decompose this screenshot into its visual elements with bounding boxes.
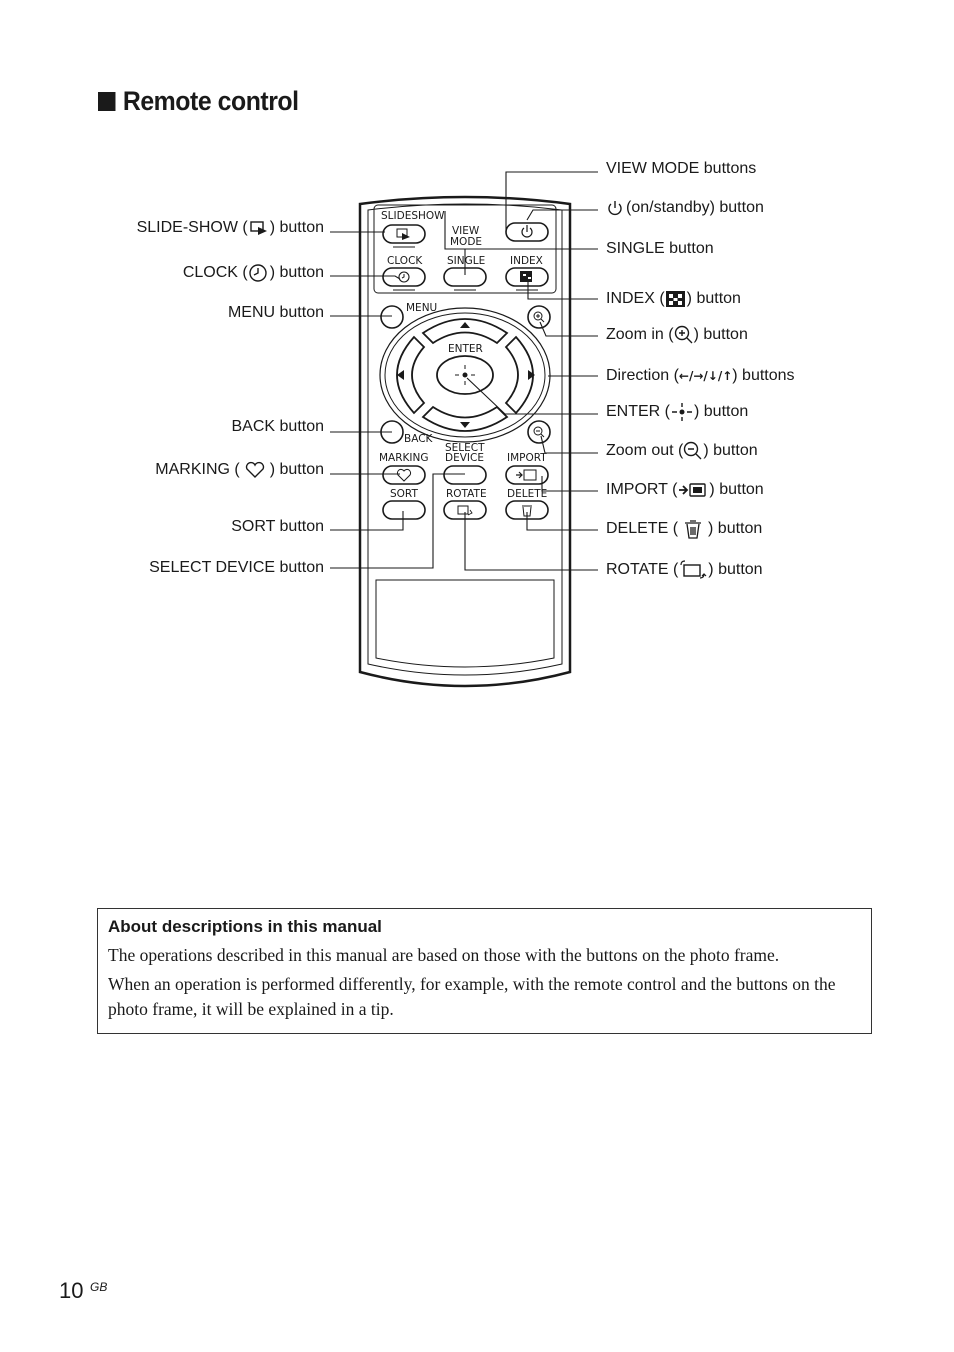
callout-enter: ENTER ( ) button bbox=[606, 402, 748, 422]
direction-left-button[interactable] bbox=[396, 335, 426, 415]
note-paragraph-1: The operations described in this manual … bbox=[108, 945, 780, 965]
remote-body bbox=[358, 195, 572, 688]
clock-button[interactable] bbox=[382, 267, 426, 291]
callout-enter-post: ) button bbox=[694, 403, 749, 420]
sort-button[interactable] bbox=[382, 500, 426, 520]
callout-direction-pre: Direction ( bbox=[606, 367, 679, 384]
clock-icon bbox=[249, 264, 267, 282]
callout-slideshow-pre: SLIDE-SHOW ( bbox=[136, 219, 248, 236]
page-number: 10 bbox=[59, 1278, 84, 1303]
enter-icon bbox=[672, 403, 692, 421]
remote-label-select: SELECT bbox=[445, 442, 485, 454]
callout-single: SINGLE button bbox=[606, 240, 714, 257]
direction-right-button[interactable] bbox=[504, 335, 535, 415]
zoom-out-icon bbox=[684, 441, 702, 460]
direction-up-button[interactable] bbox=[421, 318, 509, 345]
page-language-code: GB bbox=[90, 1280, 108, 1294]
callout-rotate-post: ) button bbox=[708, 561, 763, 578]
callout-delete-post: ) button bbox=[708, 520, 763, 537]
remote-label-import: IMPORT bbox=[507, 452, 547, 464]
trash-icon bbox=[685, 520, 702, 539]
callout-power-post: (on/standby) button bbox=[626, 199, 764, 216]
leader-lines-right bbox=[444, 171, 598, 571]
callout-rotate: ROTATE ( ) button bbox=[606, 559, 763, 581]
zoom-in-icon bbox=[674, 325, 693, 344]
section-title-text: Remote control bbox=[122, 86, 299, 116]
marking-button[interactable] bbox=[382, 465, 426, 485]
remote-label-view: VIEW bbox=[452, 225, 480, 237]
callout-zoom-in-pre: Zoom in ( bbox=[606, 326, 674, 343]
section-title: Remote control bbox=[98, 86, 299, 117]
callout-index-post: ) button bbox=[686, 290, 741, 307]
menu-button[interactable] bbox=[380, 305, 404, 329]
callout-rotate-pre: ROTATE ( bbox=[606, 561, 679, 578]
callout-index: INDEX ( ) button bbox=[606, 289, 741, 309]
zoom-out-button[interactable] bbox=[527, 420, 551, 444]
remote-label-slideshow: SLIDESHOW bbox=[381, 210, 445, 222]
import-button[interactable] bbox=[505, 465, 549, 485]
note-paragraph-2: When an operation is performed different… bbox=[108, 974, 836, 1019]
callout-select-device: SELECT DEVICE button bbox=[149, 559, 324, 576]
callout-enter-pre: ENTER ( bbox=[606, 403, 670, 420]
callout-zoom-in: Zoom in ( ) button bbox=[606, 325, 748, 345]
direction-arrows-icon: ←/→/↓/↑ bbox=[678, 369, 733, 383]
heart-icon bbox=[245, 461, 264, 478]
callout-import: IMPORT ( ) button bbox=[606, 480, 764, 500]
callout-menu: MENU button bbox=[227, 304, 324, 321]
remote-label-marking: MARKING bbox=[379, 452, 429, 464]
callout-delete-pre: DELETE ( bbox=[606, 520, 679, 537]
remote-label-single: SINGLE bbox=[447, 255, 485, 267]
callout-view-mode: VIEW MODE buttons bbox=[606, 160, 757, 177]
section-square-icon bbox=[98, 92, 116, 111]
remote-label-clock: CLOCK bbox=[387, 255, 423, 267]
index-icon bbox=[665, 291, 685, 307]
index-button[interactable] bbox=[505, 267, 549, 291]
callout-marking: MARKING ( ) button bbox=[155, 460, 324, 480]
callout-clock: CLOCK ( ) button bbox=[183, 263, 324, 283]
power-button[interactable] bbox=[505, 222, 549, 242]
callout-delete: DELETE ( ) button bbox=[606, 518, 762, 540]
callout-clock-post: ) button bbox=[269, 264, 324, 281]
callout-import-pre: IMPORT ( bbox=[606, 481, 678, 498]
remote-label-index: INDEX bbox=[510, 255, 543, 267]
slideshow-icon bbox=[250, 221, 267, 235]
callout-zoom-out: Zoom out ( ) button bbox=[606, 441, 758, 461]
note-box: About descriptions in this manual The op… bbox=[97, 908, 872, 1034]
zoom-in-button[interactable] bbox=[527, 305, 551, 329]
callout-zoom-out-post: ) button bbox=[703, 442, 758, 459]
callout-zoom-out-pre: Zoom out ( bbox=[606, 442, 684, 459]
callout-slideshow-post: ) button bbox=[269, 219, 324, 236]
callout-clock-pre: CLOCK ( bbox=[182, 264, 248, 281]
callout-slideshow: SLIDE-SHOW ( ) button bbox=[137, 218, 324, 238]
remote-label-rotate: ROTATE bbox=[446, 488, 487, 500]
leader-lines-left bbox=[330, 231, 465, 569]
callout-zoom-in-post: ) button bbox=[693, 326, 748, 343]
remote-label-back: BACK bbox=[404, 433, 434, 445]
remote-label-delete: DELETE bbox=[507, 488, 547, 500]
select-device-button[interactable] bbox=[443, 465, 487, 485]
remote-control-diagram: SLIDESHOW VIEW MODE CLOCK SINGLE INDEX M… bbox=[330, 171, 598, 688]
direction-down-button[interactable] bbox=[421, 405, 509, 432]
callout-direction-post: ) buttons bbox=[732, 367, 795, 384]
remote-label-menu: MENU bbox=[406, 302, 437, 314]
direction-pad bbox=[379, 307, 551, 443]
callout-marking-pre: MARKING ( bbox=[155, 461, 240, 478]
callout-marking-post: ) button bbox=[269, 461, 324, 478]
remote-label-mode: MODE bbox=[450, 236, 482, 248]
remote-label-enter: ENTER bbox=[448, 343, 483, 355]
slideshow-button[interactable] bbox=[382, 224, 426, 248]
power-icon bbox=[608, 201, 622, 216]
remote-label-sort: SORT bbox=[390, 488, 418, 500]
callout-back: BACK button bbox=[231, 418, 325, 435]
rotate-icon bbox=[680, 560, 707, 579]
note-heading: About descriptions in this manual bbox=[108, 917, 382, 936]
import-icon bbox=[679, 483, 707, 497]
remote-label-device: DEVICE bbox=[445, 452, 484, 464]
callout-sort: SORT button bbox=[231, 518, 324, 535]
enter-button[interactable] bbox=[436, 355, 494, 395]
callout-power: (on/standby) button bbox=[606, 198, 764, 218]
callout-index-pre: INDEX ( bbox=[606, 290, 665, 307]
callout-import-post: ) button bbox=[709, 481, 764, 498]
callout-direction: Direction ( ←/→/↓/↑ ) buttons bbox=[606, 366, 795, 386]
